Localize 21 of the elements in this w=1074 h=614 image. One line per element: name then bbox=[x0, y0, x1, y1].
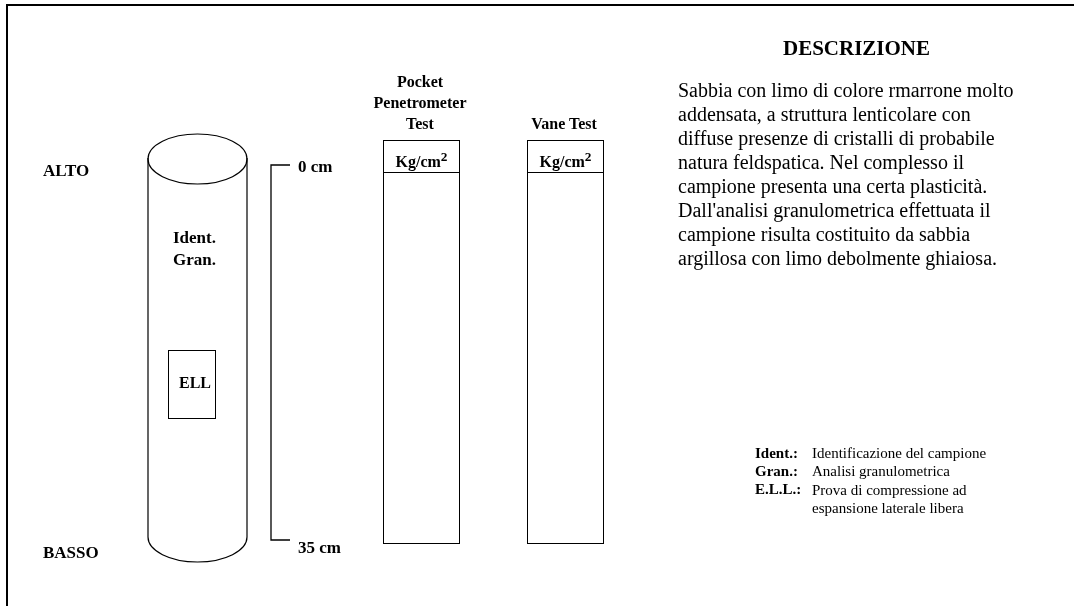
column-heading: Vane Test bbox=[530, 114, 598, 134]
depth-label: 35 cm bbox=[298, 538, 341, 558]
bottom-label: BASSO bbox=[43, 543, 99, 563]
abbreviation: Ident.: bbox=[755, 445, 798, 462]
unit-header: Kg/cm$^{2}$ bbox=[384, 141, 459, 173]
column-heading: Pocket Penetrometer Test bbox=[372, 72, 468, 134]
section-heading: DESCRIZIONE bbox=[783, 36, 931, 61]
top-label: ALTO bbox=[43, 161, 90, 181]
description-text: Dall'analisi granulometrica effettuata il campione risulta costituito da sabbia argillosa con limo debolmente ghiaiosa. bbox=[678, 198, 998, 270]
specimen-box bbox=[168, 350, 216, 419]
sample-label: Ident. Gran. bbox=[173, 227, 217, 271]
description-text: Sabbia con limo di colore rmarrone molto addensata, a struttura lenticolare con diffuse presenze di cristalli di probabile natura feldspatica. Nel complesso il campione presenta una certa plasticità. bbox=[678, 78, 1015, 198]
depth-label: 0 cm bbox=[298, 157, 333, 177]
sample-cylinder bbox=[147, 133, 248, 563]
abbreviation: Gran.: bbox=[755, 463, 798, 480]
unit-header: Kg/cm$^{2}$ bbox=[528, 141, 603, 173]
specimen-label: ELL bbox=[179, 374, 211, 392]
abbreviation-meaning: Analisi granulometrica bbox=[812, 463, 950, 480]
abbreviation: E.L.L.: bbox=[755, 481, 802, 498]
abbreviation-meaning: Prova di compressione ad espansione laterale libera bbox=[812, 481, 968, 517]
abbreviation-meaning: Identificazione del campione bbox=[812, 445, 987, 462]
